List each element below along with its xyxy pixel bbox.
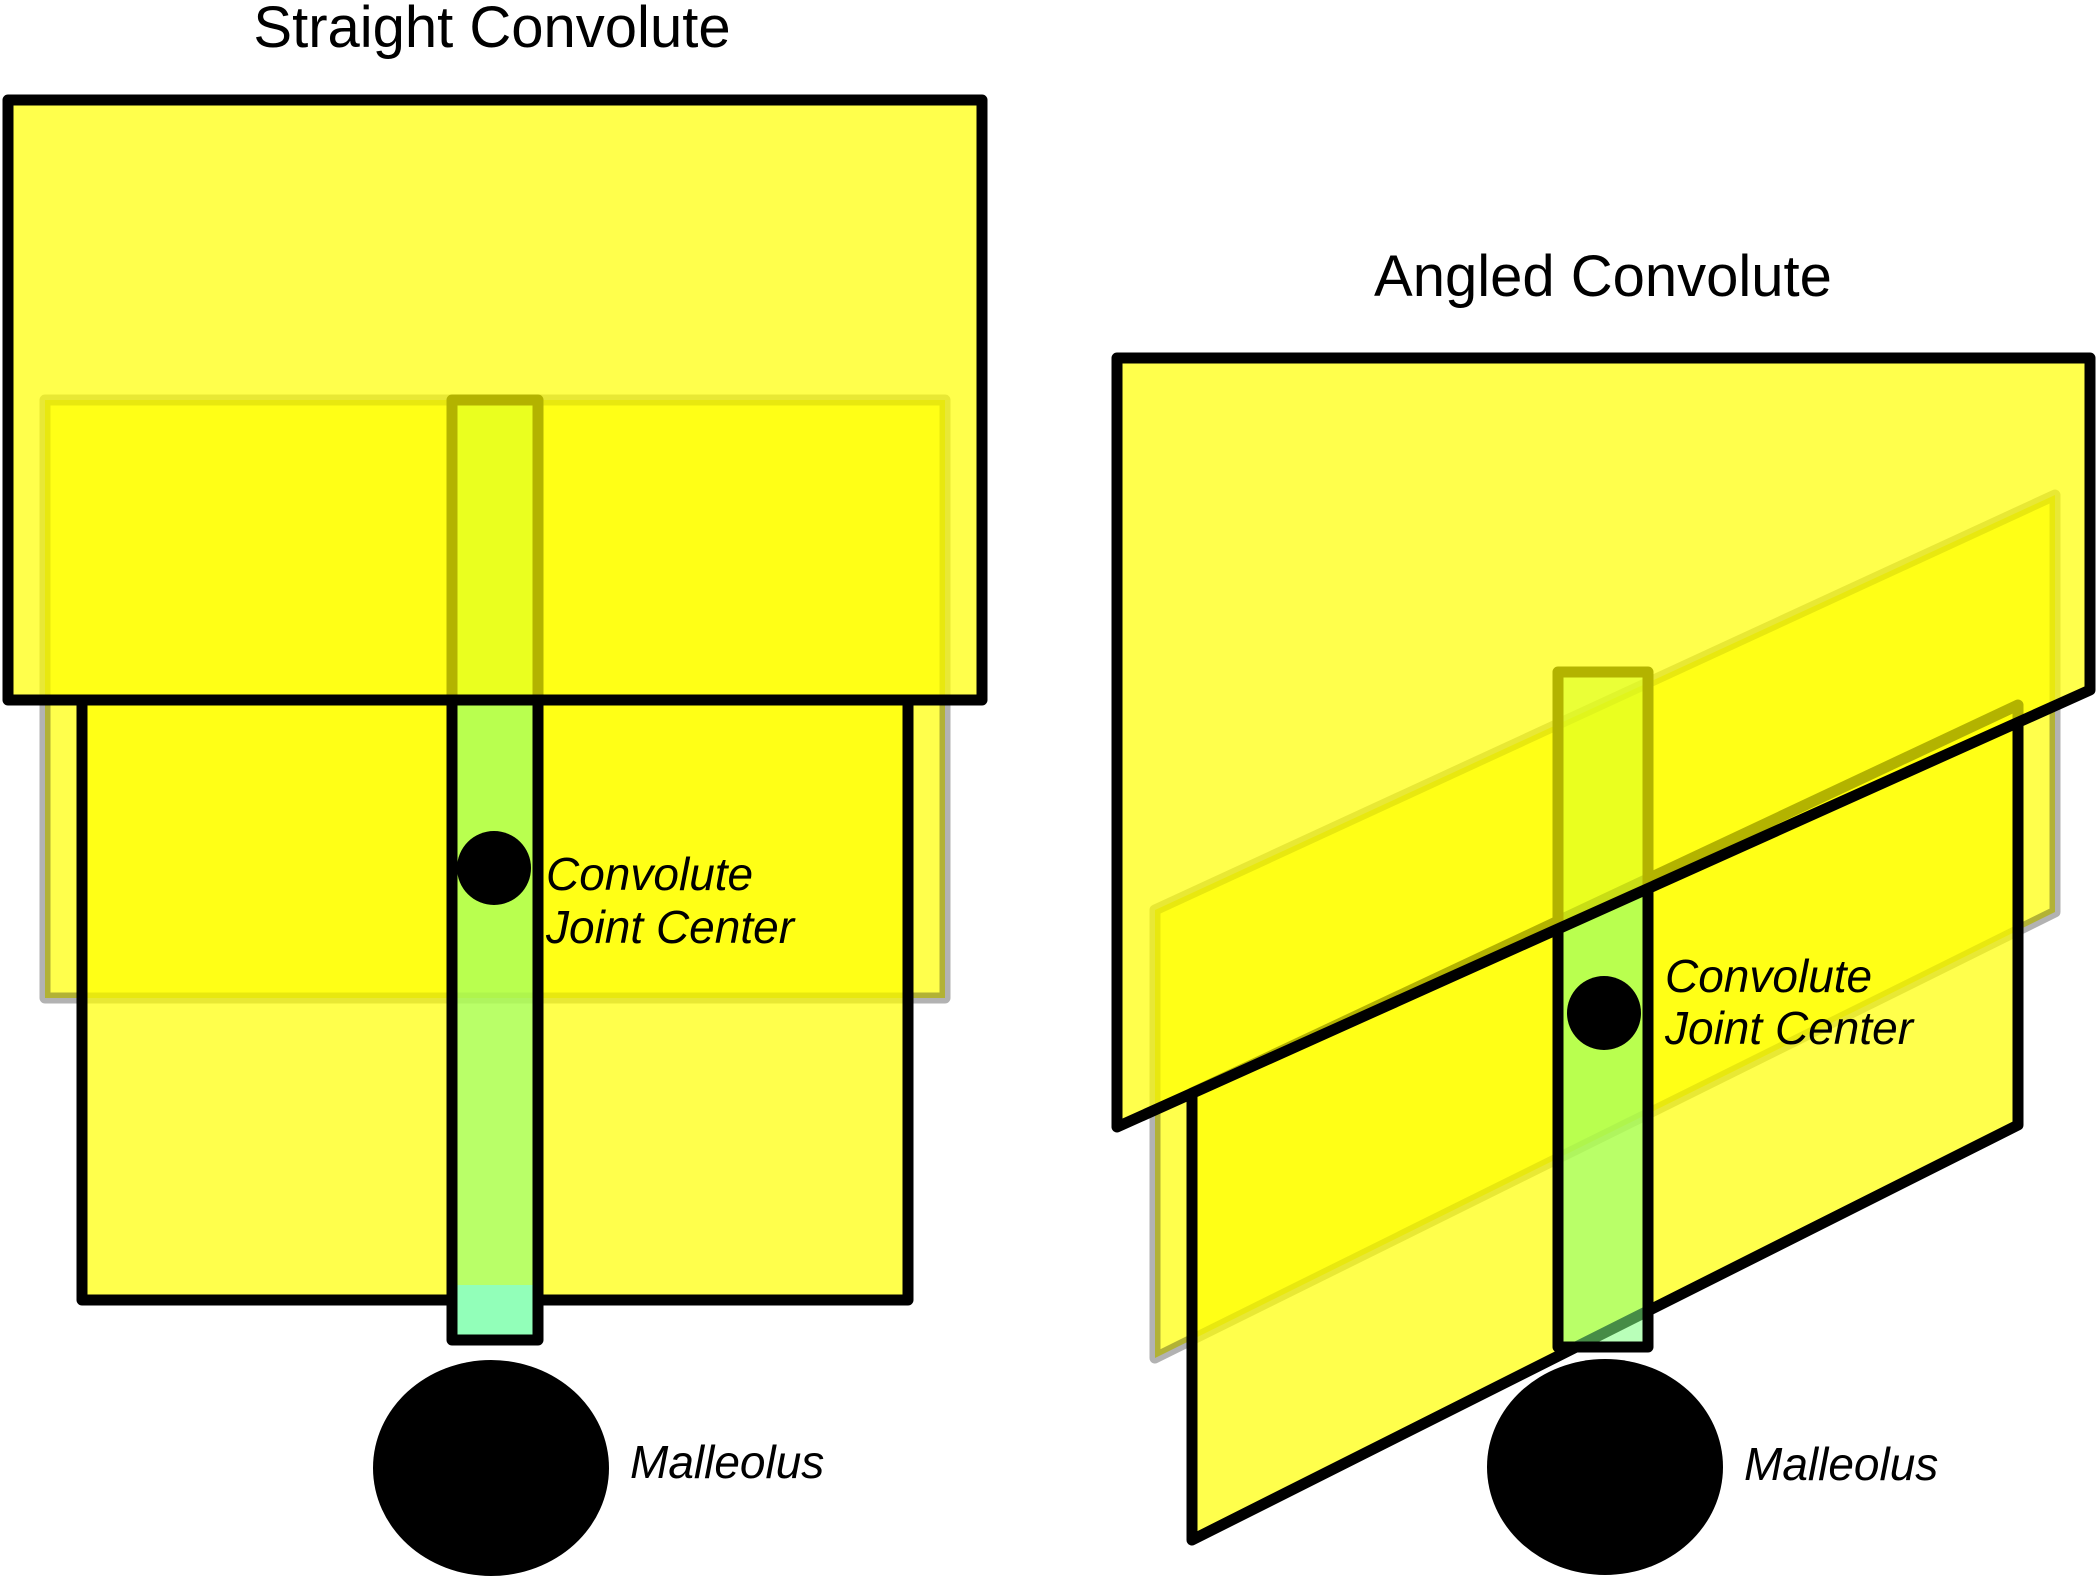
angled-top-plate [1111,352,2096,1133]
angled-malleolus [1487,1359,1723,1575]
straight-joint-label-line1: Convolute [546,848,753,900]
angled-joint-label-line2: Joint Center [1664,1002,1915,1054]
straight-convolute-panel: Straight Convolute Convolute Joint Cente… [2,0,988,1576]
straight-malleolus-label: Malleolus [630,1436,824,1488]
angled-convolute-title: Angled Convolute [1374,244,1832,309]
angled-convolute-panel: Angled Convolute Convolute Joint Center … [1111,244,2096,1575]
straight-convolute-title: Straight Convolute [253,0,730,60]
straight-top-plate [2,94,988,706]
straight-joint-center-dot [457,831,531,905]
angled-joint-label-line1: Convolute [1665,950,1872,1002]
angled-joint-center-dot [1567,976,1641,1050]
straight-malleolus [373,1360,609,1576]
straight-joint-label-line2: Joint Center [545,901,796,953]
angled-malleolus-label: Malleolus [1744,1438,1938,1490]
